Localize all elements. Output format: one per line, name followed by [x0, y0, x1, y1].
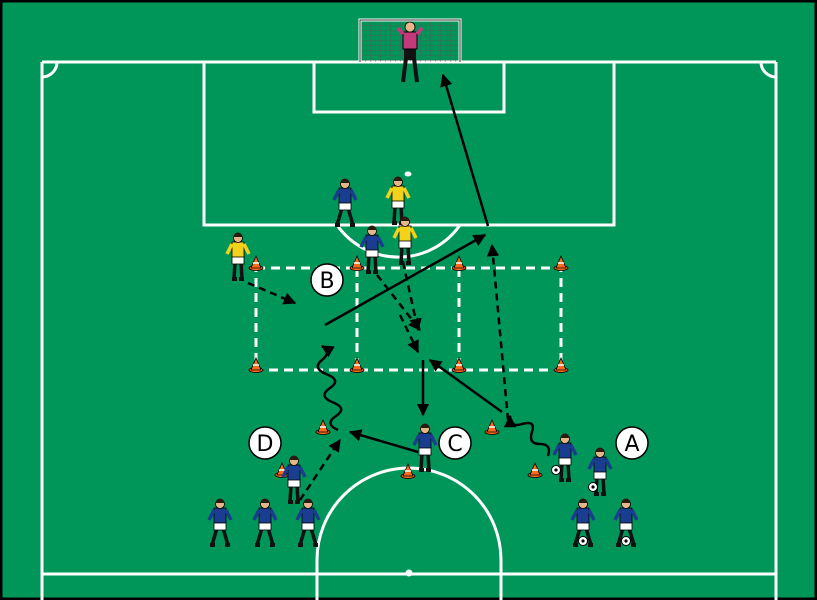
- cone: [400, 462, 416, 479]
- queue-player-d: [207, 498, 233, 547]
- pass-a-to-center: [428, 358, 503, 414]
- label-d-text: D: [257, 432, 274, 457]
- player-c: [412, 423, 438, 472]
- corner-arc-left: [41, 61, 59, 79]
- run-b-cross: [398, 314, 420, 354]
- center-spot: [405, 569, 413, 577]
- balls: [551, 465, 631, 546]
- attacker-player: [359, 225, 385, 274]
- shot-on-goal: [440, 73, 490, 227]
- ball: [578, 536, 588, 546]
- cone: [553, 254, 569, 271]
- cone: [527, 461, 543, 478]
- penalty-arc: [335, 224, 462, 259]
- ball: [588, 482, 598, 492]
- label-b-text: B: [319, 269, 334, 294]
- players: [207, 176, 639, 547]
- pass-to-b-channel: [324, 233, 487, 327]
- cone: [349, 254, 365, 271]
- label-d: D: [248, 426, 282, 460]
- label-c-text: C: [447, 432, 462, 457]
- dribble-d: [316, 344, 343, 432]
- dribble-a: [503, 414, 551, 457]
- label-c: C: [438, 426, 472, 460]
- player-a: [587, 447, 613, 496]
- ball: [551, 465, 561, 475]
- player-d: [281, 455, 307, 504]
- label-b: B: [310, 263, 344, 297]
- run-b-left: [247, 281, 297, 305]
- cones: [248, 254, 569, 479]
- cone: [315, 418, 331, 435]
- pitch-lines: [40, 60, 778, 600]
- player-a: [552, 433, 578, 482]
- queue-player-a: [570, 498, 596, 547]
- cone: [451, 356, 467, 373]
- queue-player-d: [252, 498, 278, 547]
- run-d-forward: [298, 438, 342, 501]
- attacker-player: [332, 178, 358, 227]
- ball: [621, 536, 631, 546]
- cone: [248, 356, 264, 373]
- corner-arc-right: [759, 61, 777, 79]
- cone: [484, 418, 500, 435]
- dashed-grid: [254, 266, 563, 372]
- penalty-spot-ball: [404, 171, 412, 177]
- defender-player: [392, 216, 418, 265]
- cone: [248, 254, 264, 271]
- pass-c-to-d: [348, 429, 419, 454]
- label-a: A: [615, 426, 649, 460]
- cone: [349, 356, 365, 373]
- defender-player: [225, 232, 251, 281]
- cone: [553, 356, 569, 373]
- label-a-text: A: [624, 432, 639, 457]
- goalkeeper: [396, 21, 424, 83]
- cone: [451, 254, 467, 271]
- movement-lines: [247, 73, 551, 501]
- queue-player-a: [613, 498, 639, 547]
- run-a-forward: [486, 243, 510, 421]
- cone: [274, 461, 290, 478]
- queue-player-d: [295, 498, 321, 547]
